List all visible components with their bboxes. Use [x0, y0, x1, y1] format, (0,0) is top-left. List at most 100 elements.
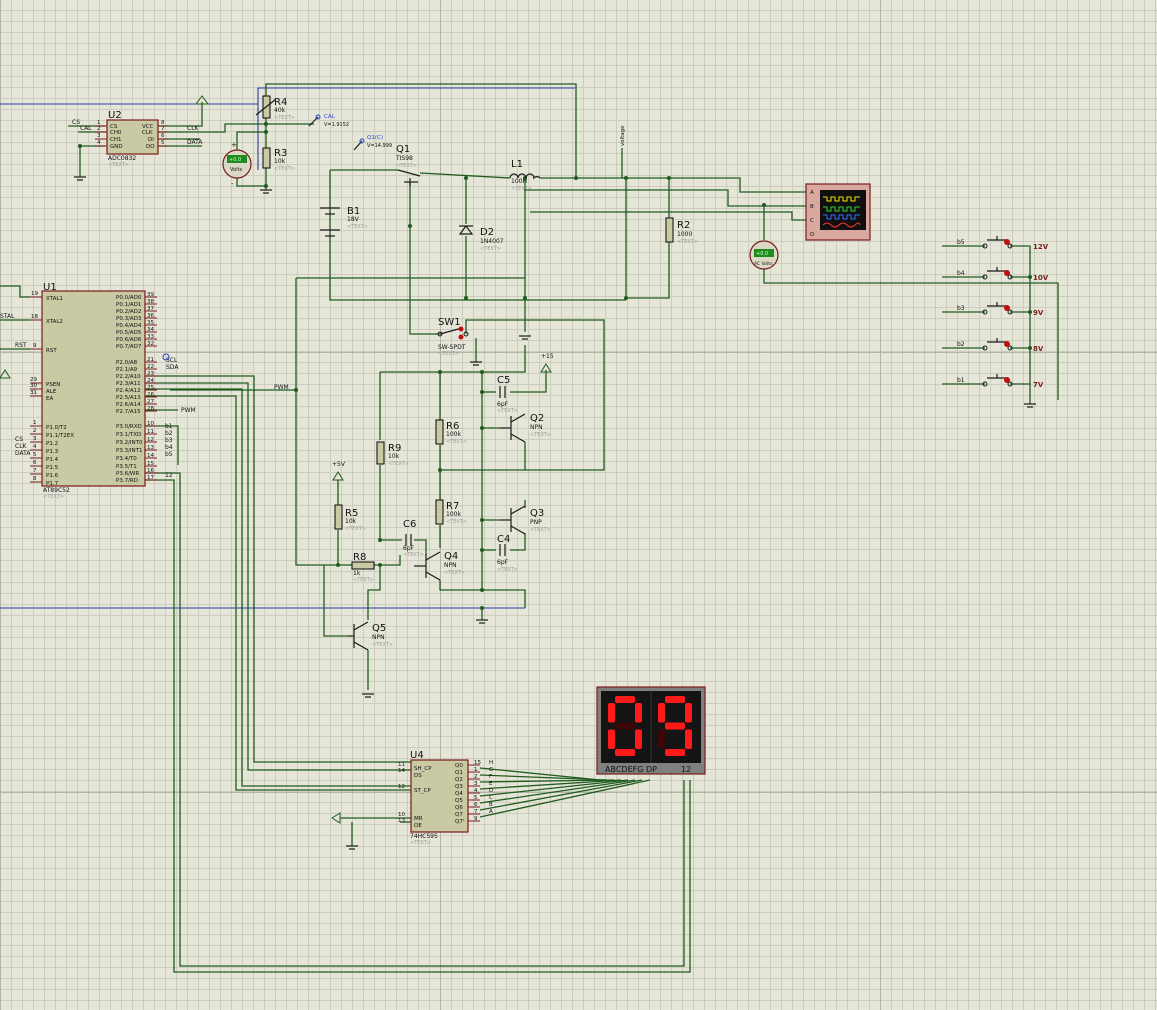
r9-resistor[interactable]: R9 10k <TEXT>	[376, 441, 409, 467]
svg-text:<TEXT>: <TEXT>	[530, 527, 551, 533]
net-cs: CS	[72, 119, 80, 126]
u2-adc0832[interactable]: U2 1 2 3 4 CS CH0 CH1 GND 8 7 6 5 VCC CL…	[72, 110, 203, 168]
display-segment-c	[635, 729, 642, 749]
svg-text:B: B	[810, 204, 814, 210]
c4-capacitor[interactable]: C4 6pF <TEXT>	[497, 534, 518, 573]
q5-transistor[interactable]: Q5 NPN <TEXT>	[348, 621, 393, 651]
u2-right-pins: 8 7 6 5 VCC CLK DI DO	[142, 120, 165, 150]
cal-probe[interactable]: CAL V=1.9152	[308, 114, 349, 128]
d2-diode[interactable]: D2 1N4007 <TEXT>	[458, 225, 504, 252]
q1c-probe[interactable]: Q1(C) V=14.999	[353, 135, 392, 151]
display-segment-g	[615, 722, 635, 730]
net-pwm-u1: PWM	[181, 407, 196, 414]
u1-pin-number: 10	[147, 421, 154, 427]
oscilloscope[interactable]: A B C D	[805, 183, 871, 241]
svg-text:2: 2	[97, 126, 101, 132]
svg-text:1N4007: 1N4007	[480, 238, 504, 245]
svg-text:NPN: NPN	[530, 424, 543, 431]
svg-text:CS: CS	[110, 124, 118, 130]
svg-text:31: 31	[30, 390, 37, 396]
button-net-label: b4	[957, 270, 965, 277]
svg-text:P1.1/T2EX: P1.1/T2EX	[46, 433, 74, 439]
svg-text:C6: C6	[403, 519, 416, 530]
net-data-u1: DATA	[15, 450, 31, 457]
q4-transistor[interactable]: Q4 NPN <TEXT>	[414, 551, 465, 581]
svg-text:3: 3	[97, 133, 101, 139]
u1-pin-number: 12	[147, 437, 154, 443]
r7-resistor[interactable]: R7 100k <TEXT>	[435, 499, 467, 525]
u4-out-label: C	[489, 795, 493, 801]
u4-out-label: G	[489, 767, 493, 773]
q2-transistor[interactable]: Q2 NPN <TEXT>	[500, 413, 551, 443]
b1-battery[interactable]: B1 18V <TEXT>	[320, 206, 368, 237]
left-voltmeter[interactable]: +0.0 Volts + -	[222, 141, 252, 188]
u1-pin-name: P3.7/RD	[116, 478, 138, 484]
svg-text:C5: C5	[497, 375, 510, 386]
q1-transistor[interactable]: Q1 TIS98 <TEXT>	[395, 144, 421, 186]
u4-out-label: F	[489, 774, 492, 780]
display-segment-d	[665, 749, 685, 756]
svg-text:<TEXT>: <TEXT>	[677, 239, 698, 245]
r3-resistor[interactable]: R3 10k <TEXT>	[262, 147, 295, 172]
svg-text:Q2: Q2	[530, 413, 544, 424]
right-voltmeter-reading: +0.0	[756, 251, 768, 257]
q3-transistor[interactable]: Q3 PNP <TEXT>	[500, 505, 551, 535]
svg-text:R7: R7	[446, 501, 459, 512]
net-pwm: PWM	[274, 384, 289, 391]
c6-capacitor[interactable]: C6 6pF <TEXT>	[403, 519, 424, 558]
svg-text:6: 6	[33, 460, 37, 466]
u1-pin-name: P2.7/A15	[116, 409, 141, 415]
right-voltmeter[interactable]: +0.0 AC Volts	[749, 240, 779, 270]
svg-text:C4: C4	[497, 534, 510, 545]
net-b4: b4	[165, 444, 173, 451]
display-segment-a	[615, 696, 635, 703]
svg-text:<TEXT>: <TEXT>	[372, 642, 393, 648]
r6-resistor[interactable]: R6 100k <TEXT>	[435, 419, 467, 445]
svg-text:R6: R6	[446, 421, 459, 432]
svg-text:DI: DI	[148, 137, 154, 143]
svg-text:<TEXT>: <TEXT>	[274, 166, 295, 172]
svg-text:<TEXT>: <TEXT>	[530, 432, 551, 438]
r8-resistor[interactable]: R8 1k <TEXT>	[351, 552, 375, 583]
u1-pin-number: 33	[147, 334, 154, 340]
svg-text:CLK: CLK	[142, 130, 153, 136]
sw1-switch[interactable]: SW1 SW-SPDT <TEXT>	[437, 317, 469, 357]
svg-text:100k: 100k	[446, 511, 461, 518]
svg-text:CH0: CH0	[110, 130, 122, 136]
u1-pin-number: 26	[147, 392, 154, 398]
r4-resistor[interactable]: R4 40k <TEXT>	[255, 95, 295, 121]
svg-text:P1.3: P1.3	[46, 449, 59, 455]
svg-text:5: 5	[161, 140, 165, 146]
r2-resistor[interactable]: R2 1000 <TEXT>	[665, 217, 698, 245]
u1-pin-number: 39	[147, 292, 154, 298]
l1-inductor[interactable]: L1 100H <TEXT>	[509, 159, 541, 192]
u4-pin-number: 4	[474, 788, 478, 794]
u4-out-label: B	[489, 802, 493, 808]
power-arrow-icon	[195, 95, 209, 105]
button-contact	[982, 381, 988, 387]
button-contact	[1007, 381, 1013, 387]
svg-text:D2: D2	[480, 227, 494, 238]
svg-text:ALE: ALE	[46, 389, 57, 395]
u1-pin-name: P0.0/AD0	[116, 295, 142, 301]
svg-text:Q1(C): Q1(C)	[367, 135, 383, 141]
svg-text:PNP: PNP	[530, 519, 542, 526]
svg-text:P1.4: P1.4	[46, 457, 59, 463]
net-cs-u1: CS	[15, 436, 23, 443]
u4-pin-number: 9	[474, 816, 478, 822]
svg-text:1: 1	[97, 120, 101, 126]
u1-pin-number: 14	[147, 453, 154, 459]
c5-capacitor[interactable]: C5 6pF <TEXT>	[497, 375, 518, 414]
u1-pin-name: P3.5/T1	[116, 464, 137, 470]
u1-pin-number: 15	[147, 461, 154, 467]
seven-segment-display[interactable]: ABCDEFG DP 12	[596, 686, 706, 775]
svg-text:VCC: VCC	[142, 124, 154, 130]
u1-pin-name: P2.4/A12	[116, 388, 141, 394]
svg-text:40k: 40k	[274, 107, 286, 114]
r5-resistor[interactable]: R5 10k <TEXT>	[334, 504, 366, 532]
button-indicator	[1004, 270, 1010, 276]
